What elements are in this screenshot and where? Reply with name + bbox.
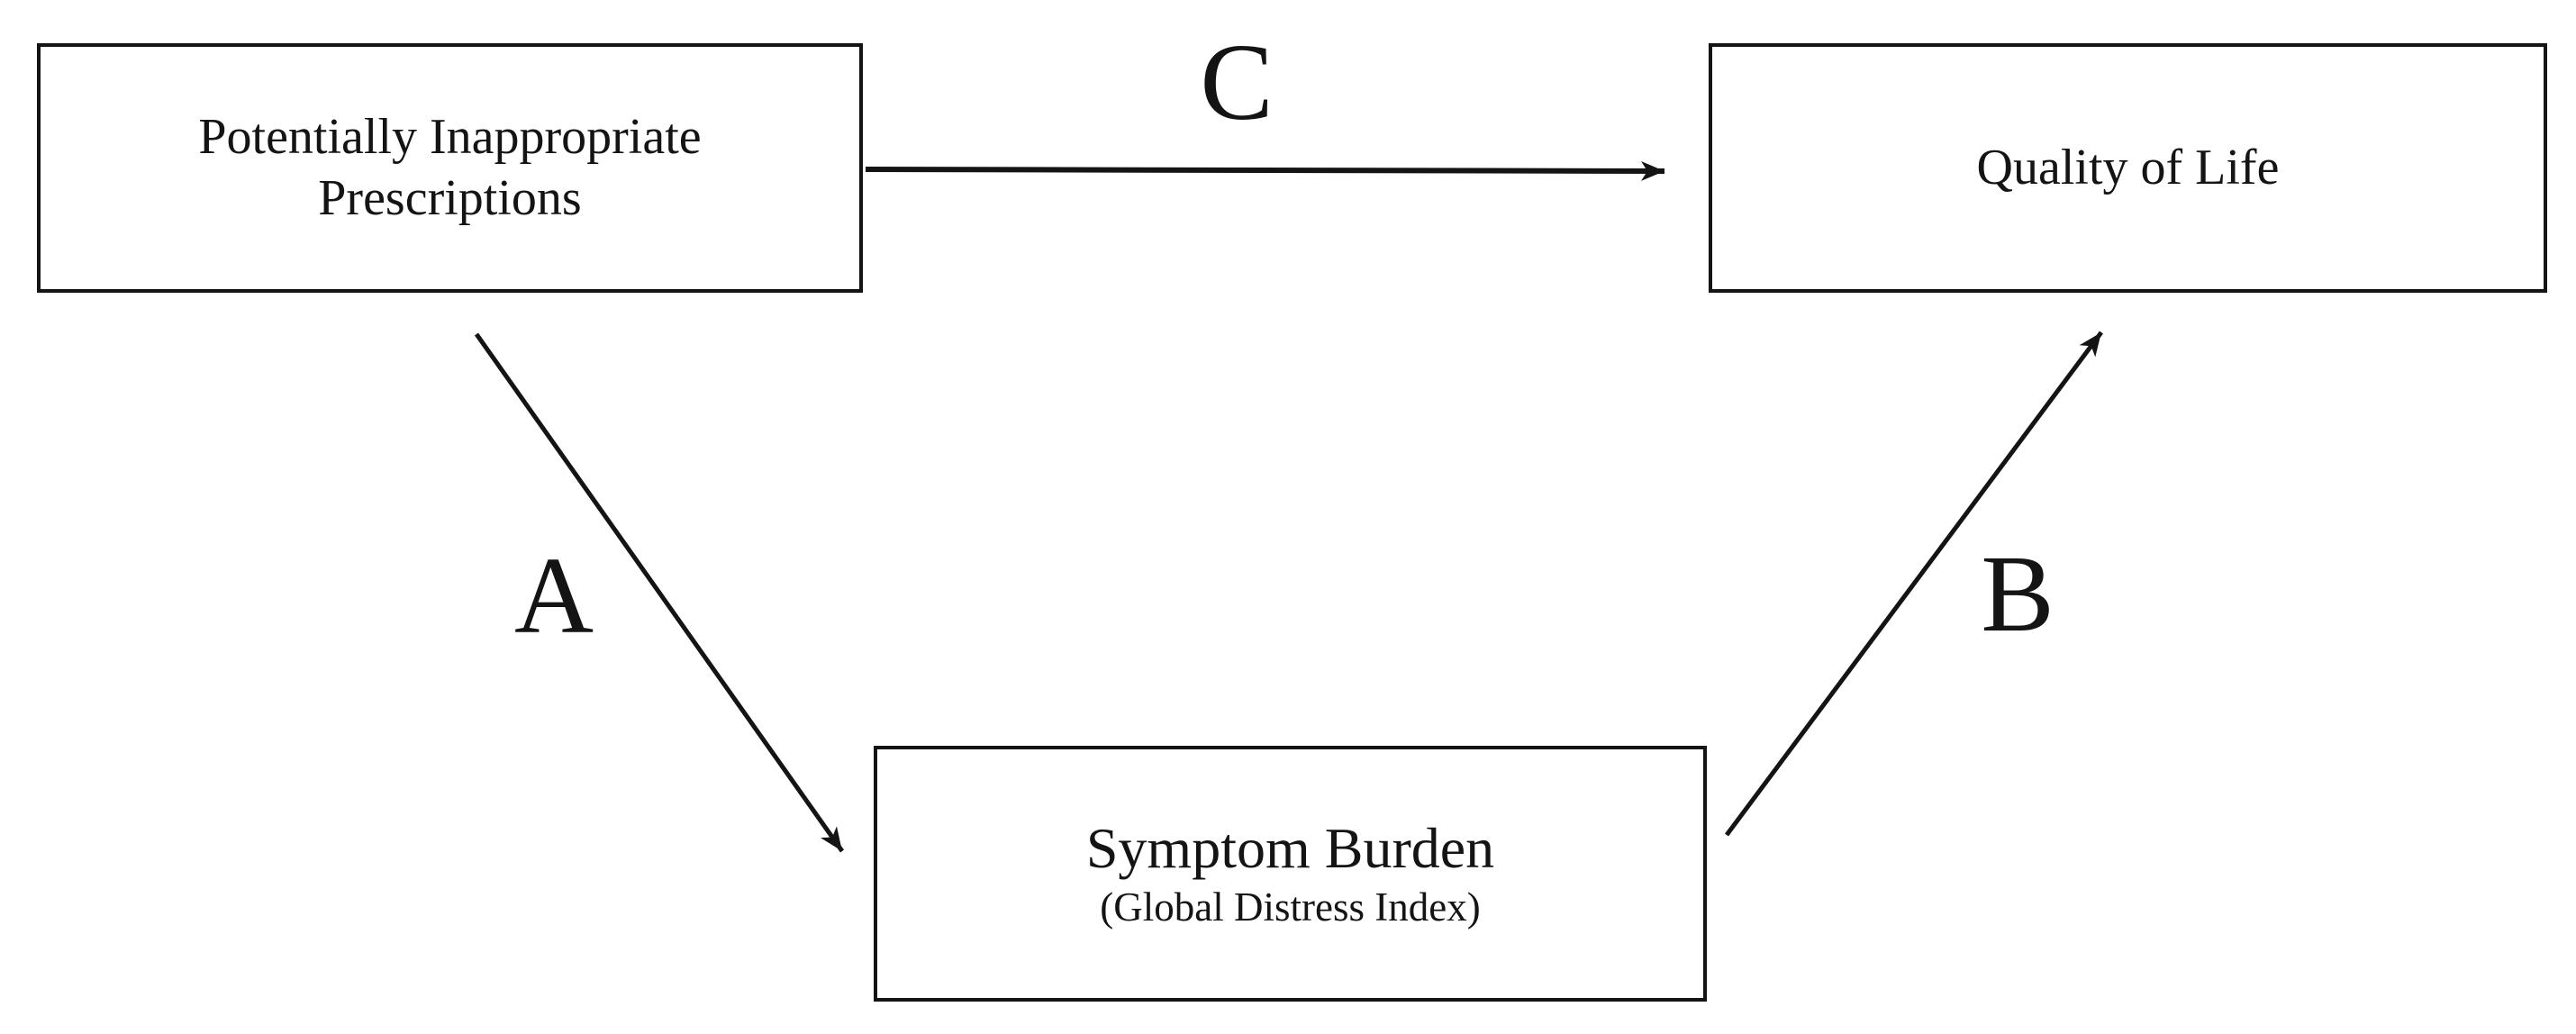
path-c-arrow [865, 160, 1665, 181]
path-label-b: B [1981, 533, 2054, 655]
path-label-c: C [1200, 22, 1274, 143]
node-sb-label: Symptom Burden [1085, 816, 1495, 881]
node-pip-label-line1: Potentially Inappropriate [198, 109, 702, 166]
node-symptom-burden: Symptom Burden (Global Distress Index) [874, 746, 1707, 1002]
node-quality-of-life: Quality of Life [1709, 43, 2547, 293]
path-label-a: A [513, 535, 594, 657]
node-sb-sublabel: (Global Distress Index) [1100, 884, 1481, 930]
node-pip-label-line2: Prescriptions [318, 169, 582, 226]
node-potentially-inappropriate-prescriptions: Potentially Inappropriate Prescriptions [37, 43, 863, 293]
path-a-arrow [474, 332, 845, 853]
node-qol-label: Quality of Life [1976, 139, 2280, 195]
path-b-arrow [1724, 331, 2104, 837]
